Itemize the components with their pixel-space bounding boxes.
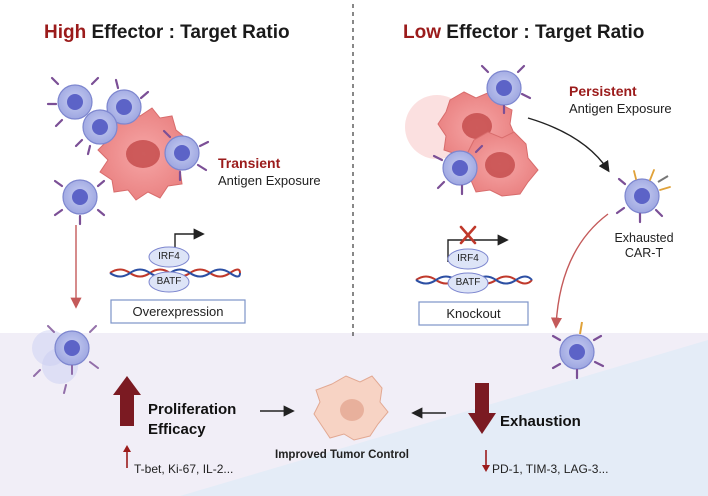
heading-accent: Low xyxy=(403,22,441,43)
persistent-label: Persistent xyxy=(569,83,637,99)
efficacy-label: Efficacy xyxy=(148,421,206,438)
knockout-label: Knockout xyxy=(446,306,501,321)
exhaustion-red-arrow xyxy=(550,213,609,329)
right-markers-label: PD-1, TIM-3, LAG-3... xyxy=(492,462,609,476)
car-t-cell xyxy=(62,179,98,215)
car-t-cell xyxy=(82,109,118,145)
left-exposure-label: Antigen Exposure xyxy=(218,173,321,188)
car-t-cell xyxy=(57,84,93,120)
right-car-t-cells xyxy=(432,64,532,196)
knockout-x-mark xyxy=(459,225,477,245)
bottom-right-car-t-cell xyxy=(551,321,605,380)
left-car-t-cluster xyxy=(46,76,210,226)
markers-down-arrow xyxy=(482,450,490,472)
heading-rest: Effector : Target Ratio xyxy=(91,22,290,43)
exhaustion-down-arrow xyxy=(468,383,496,434)
persistent-arrow xyxy=(527,117,610,173)
car-receptors xyxy=(46,76,210,226)
right-panel-heading: Low Effector : Target Ratio xyxy=(403,22,644,44)
car-t-cell xyxy=(164,135,200,171)
right-exposure-label: Antigen Exposure xyxy=(569,101,672,116)
left-gene-irf4: IRF4 xyxy=(158,251,180,262)
proliferation-up-arrow xyxy=(113,376,141,426)
exhausted-label-line2: CAR-T xyxy=(624,246,664,260)
overexpression-label: Overexpression xyxy=(132,304,224,319)
car-t-cell xyxy=(106,89,142,125)
heading-rest: Effector : Target Ratio xyxy=(446,22,645,43)
left-markers-label: T-bet, Ki-67, IL-2... xyxy=(134,462,234,476)
markers-up-arrow xyxy=(123,445,131,468)
transient-label: Transient xyxy=(218,155,281,171)
exhaustion-label: Exhaustion xyxy=(500,413,581,430)
left-gene-construct xyxy=(109,228,246,324)
exhausted-car-t-cell xyxy=(615,169,671,224)
right-gene-batf: BATF xyxy=(455,277,481,288)
proliferation-label: Proliferation xyxy=(148,401,237,418)
improved-tumor-control-cell xyxy=(313,375,389,441)
right-gene-irf4: IRF4 xyxy=(457,253,479,264)
exhausted-label-line1: Exhausted xyxy=(614,231,674,245)
right-gene-construct xyxy=(415,225,533,326)
exhausted-car-t-label: Exhausted CAR-T xyxy=(604,231,684,261)
left-proliferating-cells xyxy=(32,325,99,394)
improved-tumor-control-label: Improved Tumor Control xyxy=(275,449,409,461)
heading-accent: High xyxy=(44,22,87,43)
left-tumor-cell xyxy=(97,107,191,201)
left-gene-batf: BATF xyxy=(156,276,182,287)
left-panel-heading: High Effector : Target Ratio xyxy=(44,22,290,44)
